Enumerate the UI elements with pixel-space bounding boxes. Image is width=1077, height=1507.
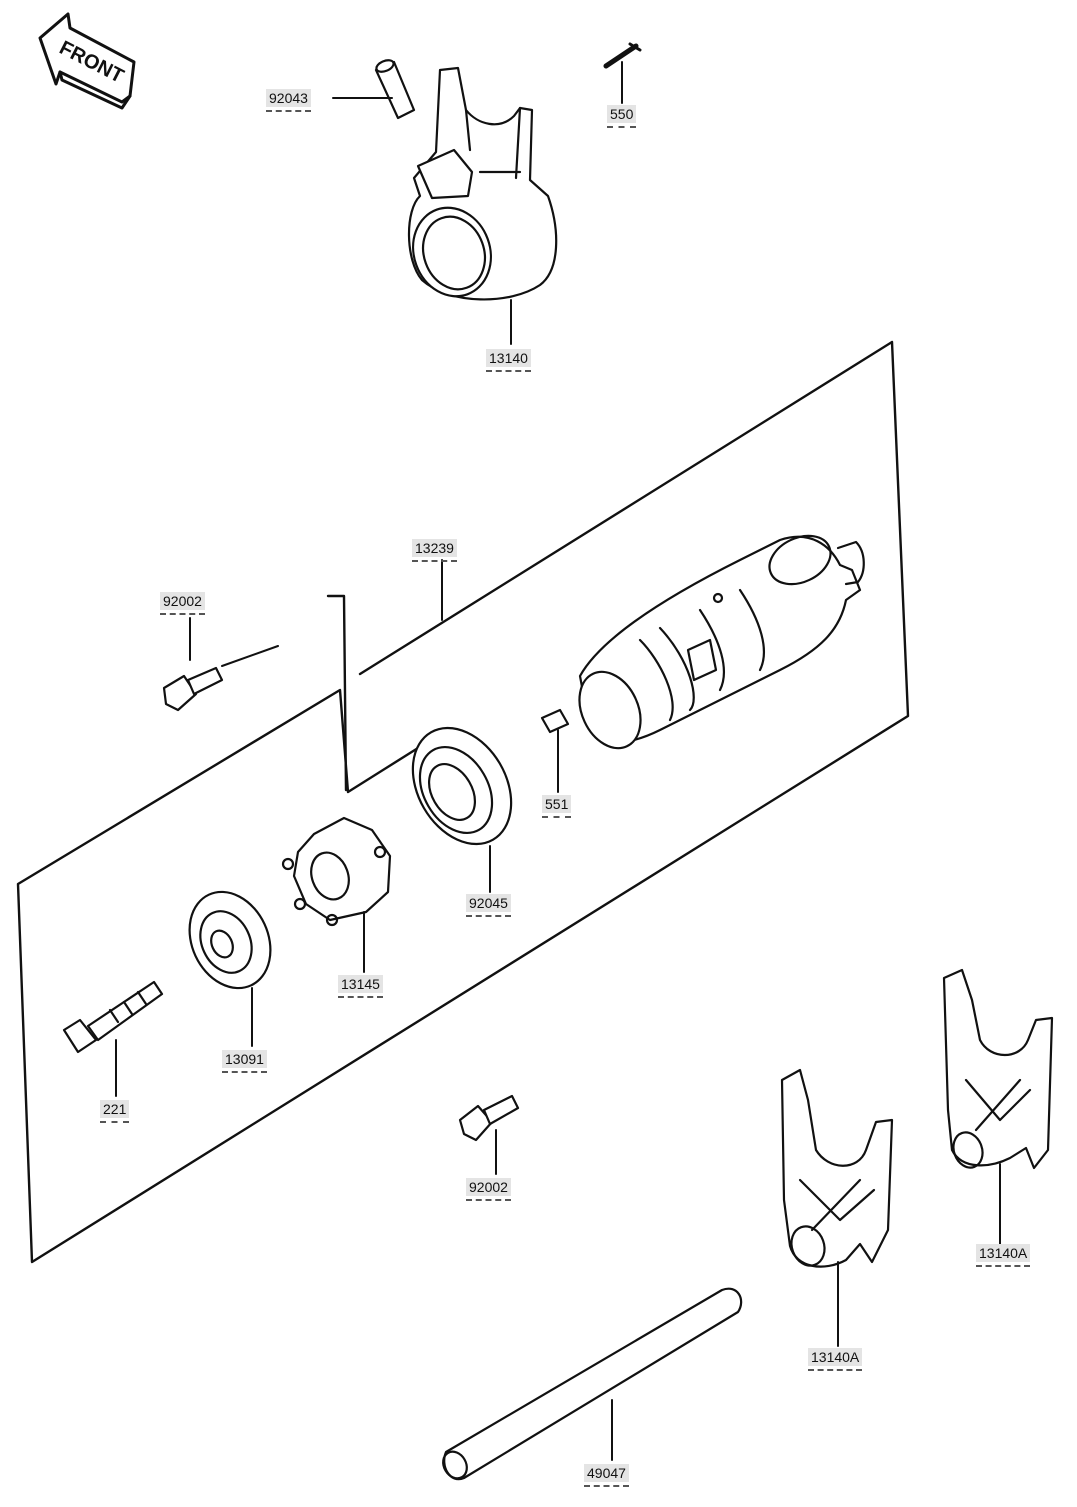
- label-part-49047: 49047: [584, 1464, 629, 1487]
- label-part-92043: 92043: [266, 89, 311, 112]
- pin-92043-icon: [332, 59, 416, 120]
- shift-fork-13140-icon: [407, 66, 558, 345]
- assembly-bracket-outline: [16, 340, 910, 1264]
- drum-cam-13145-icon: [281, 816, 392, 973]
- pin-551-icon: [540, 708, 570, 793]
- label-part-92002-lower: 92002: [466, 1178, 511, 1201]
- shift-fork-13140a-right-icon: [942, 968, 1054, 1245]
- screw-221-icon: [62, 980, 164, 1097]
- shaft-49047-icon: [442, 1287, 743, 1481]
- label-part-221: 221: [100, 1100, 130, 1123]
- label-part-551: 551: [542, 795, 572, 818]
- bolt-92002-upper-icon: [162, 617, 279, 712]
- label-part-550: 550: [607, 105, 637, 128]
- bolt-92002-lower-icon: [458, 1094, 520, 1175]
- label-part-13091: 13091: [222, 1050, 267, 1073]
- label-part-92045: 92045: [466, 894, 511, 917]
- label-part-13145: 13145: [338, 975, 383, 998]
- bearing-92045-icon: [411, 726, 513, 893]
- label-part-13140a-center: 13140A: [808, 1348, 863, 1371]
- pin-550-icon: [603, 42, 642, 104]
- shift-fork-13140a-center-icon: [780, 1068, 894, 1347]
- label-part-92002-upper: 92002: [160, 592, 205, 615]
- plate-13091-icon: [188, 890, 272, 1047]
- shift-drum-13239-icon: [578, 534, 865, 750]
- label-part-13140: 13140: [486, 349, 531, 372]
- label-part-13239: 13239: [412, 539, 457, 562]
- front-arrow-icon: FRONT: [38, 12, 136, 110]
- label-part-13140a-right: 13140A: [976, 1244, 1031, 1267]
